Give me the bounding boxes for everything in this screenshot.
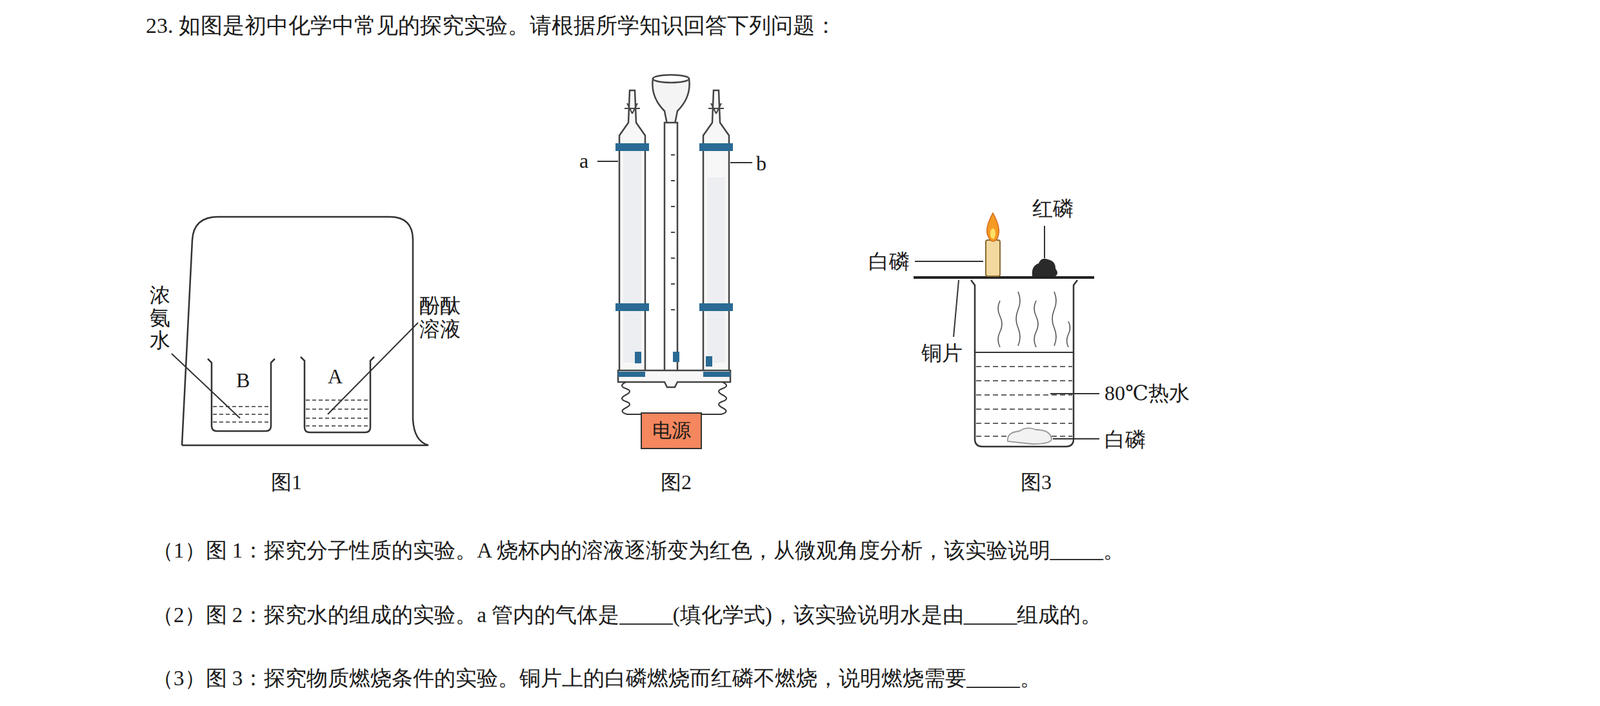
leader-line <box>914 260 984 262</box>
leader-line <box>327 322 419 415</box>
beaker-b <box>207 358 275 431</box>
power-supply-box: 电源 <box>640 412 702 450</box>
figure-caption: 图1 <box>270 469 302 495</box>
figure-caption: 图2 <box>660 469 692 495</box>
question-text: （2）图 2：探究水的组成的实验。a 管内的气体是_____(填化学式)，该实验… <box>152 602 1102 629</box>
tube-letter: a <box>579 148 589 173</box>
combustion-setup <box>913 212 1095 447</box>
leader-line <box>953 280 959 337</box>
bell-jar <box>181 216 429 446</box>
part-label: 铜片 <box>921 340 963 366</box>
box-text: 电源 <box>652 417 691 444</box>
reagent-label: 酚酞溶液 <box>419 293 462 342</box>
reagent-label: 浓氨水 <box>149 283 171 353</box>
figure-caption: 图3 <box>1020 469 1052 495</box>
tube-letter: b <box>756 150 767 176</box>
leader-line <box>1050 392 1100 395</box>
substance-label: 白磷 <box>1104 427 1146 452</box>
hofmann-apparatus <box>615 74 733 415</box>
leader-line <box>730 161 753 164</box>
question-text: （1）图 1：探究分子性质的实验。A 烧杯内的溶液逐渐变为红色，从微观角度分析，… <box>152 538 1125 564</box>
question-title: 23. 如图是初中化学中常见的探究实验。请根据所学知识回答下列问题： <box>145 12 837 40</box>
substance-label: 白磷 <box>868 249 910 274</box>
beaker-a <box>300 356 375 433</box>
leader-line <box>1052 438 1100 440</box>
leader-line <box>1043 225 1046 259</box>
leader-line <box>171 353 240 419</box>
part-label: 80℃热水 <box>1104 380 1190 406</box>
substance-label: 红磷 <box>1032 196 1074 221</box>
beaker-letter: A <box>327 363 343 389</box>
leader-line <box>597 160 619 162</box>
beaker-letter: B <box>236 367 250 393</box>
question-text: （3）图 3：探究物质燃烧条件的实验。铜片上的白磷燃烧而红磷不燃烧，说明燃烧需要… <box>152 665 1042 692</box>
